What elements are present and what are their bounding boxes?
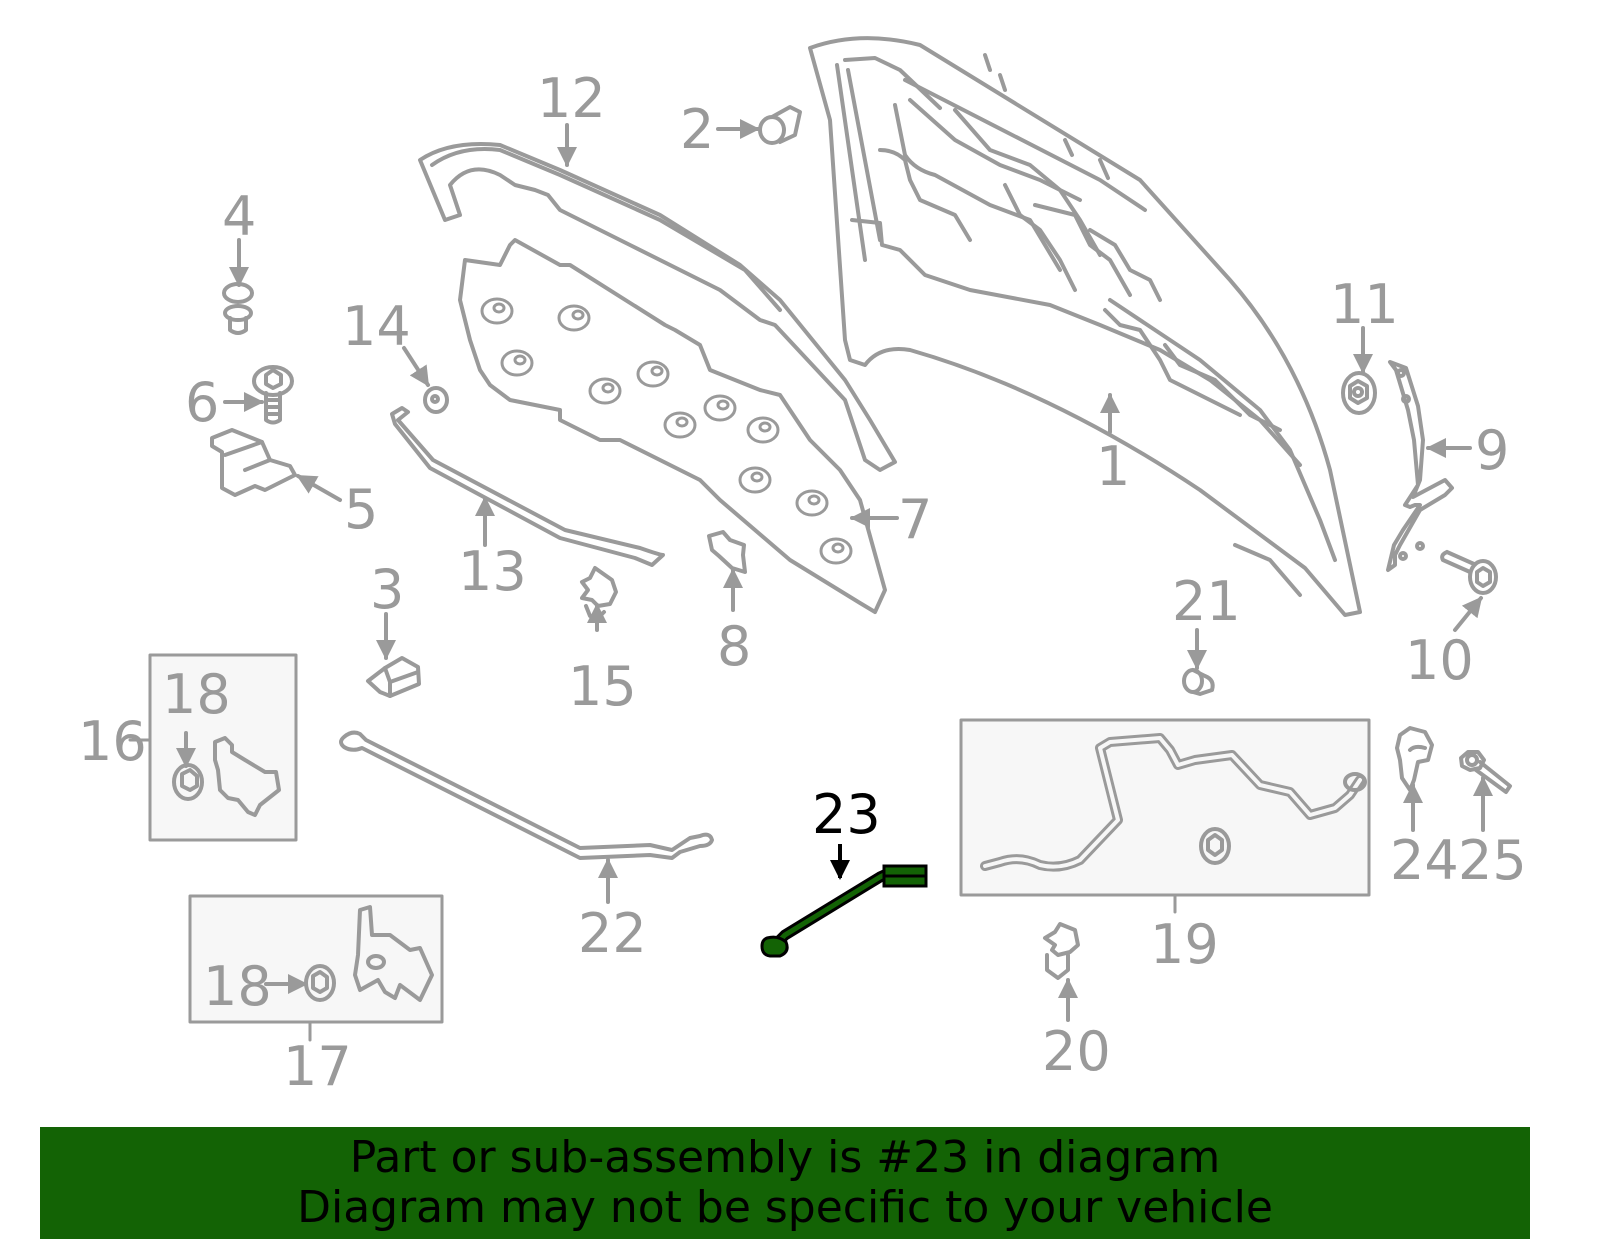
hood-panel-part-1[interactable] [808, 36, 1362, 617]
bracket-part-5[interactable] [210, 428, 297, 497]
callout-25: 25 [1458, 829, 1527, 892]
part-notice-banner: Part or sub-assembly is #23 in diagram D… [40, 1127, 1530, 1239]
callout-20: 20 [1042, 1020, 1111, 1083]
bumper-part-21[interactable] [1182, 668, 1215, 696]
callout-3: 3 [370, 558, 405, 621]
bracket-part-24[interactable] [1395, 726, 1434, 792]
callout-5: 5 [344, 478, 379, 541]
harness-box-part-19[interactable] [959, 718, 1371, 914]
bolt-part-25[interactable] [1459, 750, 1512, 794]
callout-15: 15 [568, 655, 637, 718]
callout-18-lower: 18 [203, 955, 272, 1018]
hood-seal-part-12[interactable] [418, 142, 897, 472]
callout-14: 14 [342, 295, 411, 358]
callout-2: 2 [680, 98, 715, 161]
callout-24: 24 [1390, 829, 1459, 892]
washer-part-14[interactable] [423, 386, 449, 414]
release-cable-part-22[interactable] [339, 730, 714, 860]
latch-assembly-box-part-17[interactable] [188, 894, 444, 1042]
callout-16: 16 [78, 710, 147, 773]
clip-part-8[interactable] [707, 530, 747, 574]
callout-9: 9 [1475, 419, 1510, 482]
callout-4: 4 [222, 185, 257, 248]
support-rod-part-13[interactable] [390, 406, 665, 567]
callout-19: 19 [1150, 913, 1219, 976]
banner-line-1: Part or sub-assembly is #23 in diagram [349, 1132, 1221, 1183]
bolt-part-6[interactable] [252, 365, 294, 425]
clip-part-4[interactable] [222, 282, 254, 335]
clip-part-20[interactable] [1043, 922, 1080, 980]
callout-18-upper: 18 [162, 663, 231, 726]
callout-22: 22 [578, 902, 647, 965]
callout-23-highlighted: 23 [812, 783, 881, 846]
callout-10: 10 [1405, 629, 1474, 692]
bolt-part-10[interactable] [1440, 550, 1498, 595]
highlighted-part-23[interactable] [760, 844, 928, 958]
callout-1: 1 [1096, 435, 1131, 498]
callout-17: 17 [283, 1035, 352, 1098]
callout-8: 8 [717, 615, 752, 678]
hood-insulator-part-7[interactable] [458, 238, 887, 614]
callout-13: 13 [458, 540, 527, 603]
banner-line-2: Diagram may not be specific to your vehi… [297, 1182, 1273, 1233]
callout-21: 21 [1172, 570, 1241, 633]
bumper-part-3[interactable] [366, 656, 421, 698]
hood-bumper-part-2[interactable] [758, 105, 802, 145]
nut-part-11[interactable] [1341, 371, 1377, 415]
hinge-part-9[interactable] [1386, 360, 1454, 572]
latch-assembly-box-part-16[interactable] [128, 653, 298, 842]
callout-6: 6 [185, 371, 220, 434]
leader-lines [176, 119, 1493, 1022]
callout-11: 11 [1330, 273, 1399, 336]
callout-7: 7 [898, 488, 933, 551]
callout-12: 12 [537, 67, 606, 130]
